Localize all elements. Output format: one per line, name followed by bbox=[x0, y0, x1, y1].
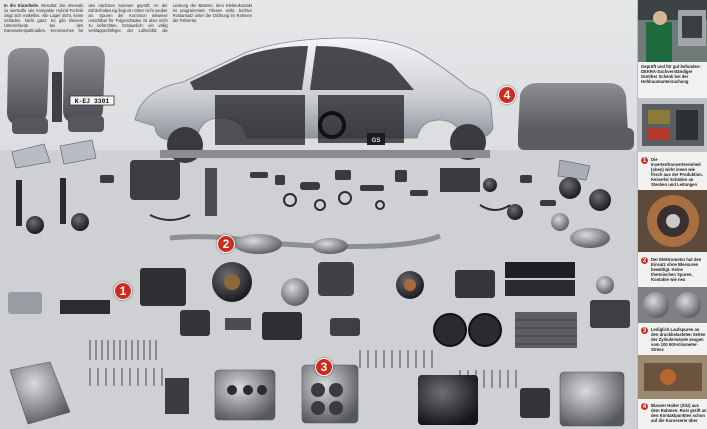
license-plate bbox=[69, 95, 115, 106]
intro-lead: In die Einzelteile. bbox=[4, 3, 40, 8]
engine-blocks bbox=[9, 361, 625, 427]
engine-components bbox=[140, 262, 614, 306]
inverter-photo bbox=[638, 98, 707, 152]
radiator-fan-right bbox=[468, 313, 502, 347]
callout-2: 2 bbox=[217, 235, 235, 253]
battery-pack bbox=[505, 262, 575, 278]
sidebar-num-3: 3 bbox=[640, 326, 649, 335]
suspension-parts bbox=[16, 160, 611, 234]
sidebar-text-3: Lediglich Laufspuren an den druckbelaste… bbox=[651, 327, 706, 352]
gearbox bbox=[559, 371, 625, 427]
radiator-fan-left bbox=[433, 313, 467, 347]
sidebar-num-1: 1 bbox=[640, 156, 649, 165]
callout-4: 4 bbox=[498, 86, 516, 104]
transmission-case bbox=[418, 375, 478, 425]
lower-components bbox=[8, 292, 630, 348]
gs-badge-box bbox=[367, 133, 385, 145]
inverter-unit bbox=[140, 268, 186, 306]
exhaust-pipe bbox=[169, 228, 610, 254]
small-parts-scatter bbox=[100, 170, 556, 221]
sidebar-text-2: Der Elektromotor hat den Einsatz ohne Bl… bbox=[651, 257, 702, 282]
inspector-photo bbox=[638, 0, 707, 62]
intro-body: Resultat: Die ehemals zu wertvolle wie k… bbox=[4, 3, 252, 33]
callout-1: 1 bbox=[114, 282, 132, 300]
gs-badge: GS bbox=[372, 138, 381, 144]
radiator bbox=[515, 312, 577, 348]
cylinder-head bbox=[214, 369, 276, 421]
car-body-shell bbox=[134, 37, 494, 163]
sidebar: Geprüft und für gut befunden: DEKRA-Sach… bbox=[637, 0, 707, 429]
motor-photo bbox=[638, 190, 707, 252]
cylinder-photo bbox=[638, 287, 707, 323]
valve-cover bbox=[9, 361, 71, 425]
sidebar-caption-top: Geprüft und für gut befunden: DEKRA-Sach… bbox=[641, 64, 701, 84]
sidebar-text-1: Die Inverter/Konvertereinheit (oben) wir… bbox=[651, 157, 703, 187]
sidebar-text-4: Blasser Halter (Sitz) aus dem Rahmen. Ro… bbox=[651, 403, 707, 423]
callout-3: 3 bbox=[315, 358, 333, 376]
plate-text: K-EJ 3301 bbox=[75, 98, 110, 105]
rust-photo bbox=[638, 355, 707, 399]
disassembled-car-photo: K-EJ 3301 GS bbox=[7, 37, 634, 427]
rear-seat bbox=[518, 83, 634, 150]
intro-text: In die Einzelteile. Resultat: Die ehemal… bbox=[4, 3, 252, 41]
front-seats bbox=[7, 46, 105, 134]
sidebar-num-4: 4 bbox=[640, 402, 649, 411]
headlights bbox=[11, 139, 591, 181]
sidebar-num-2: 2 bbox=[640, 256, 649, 265]
